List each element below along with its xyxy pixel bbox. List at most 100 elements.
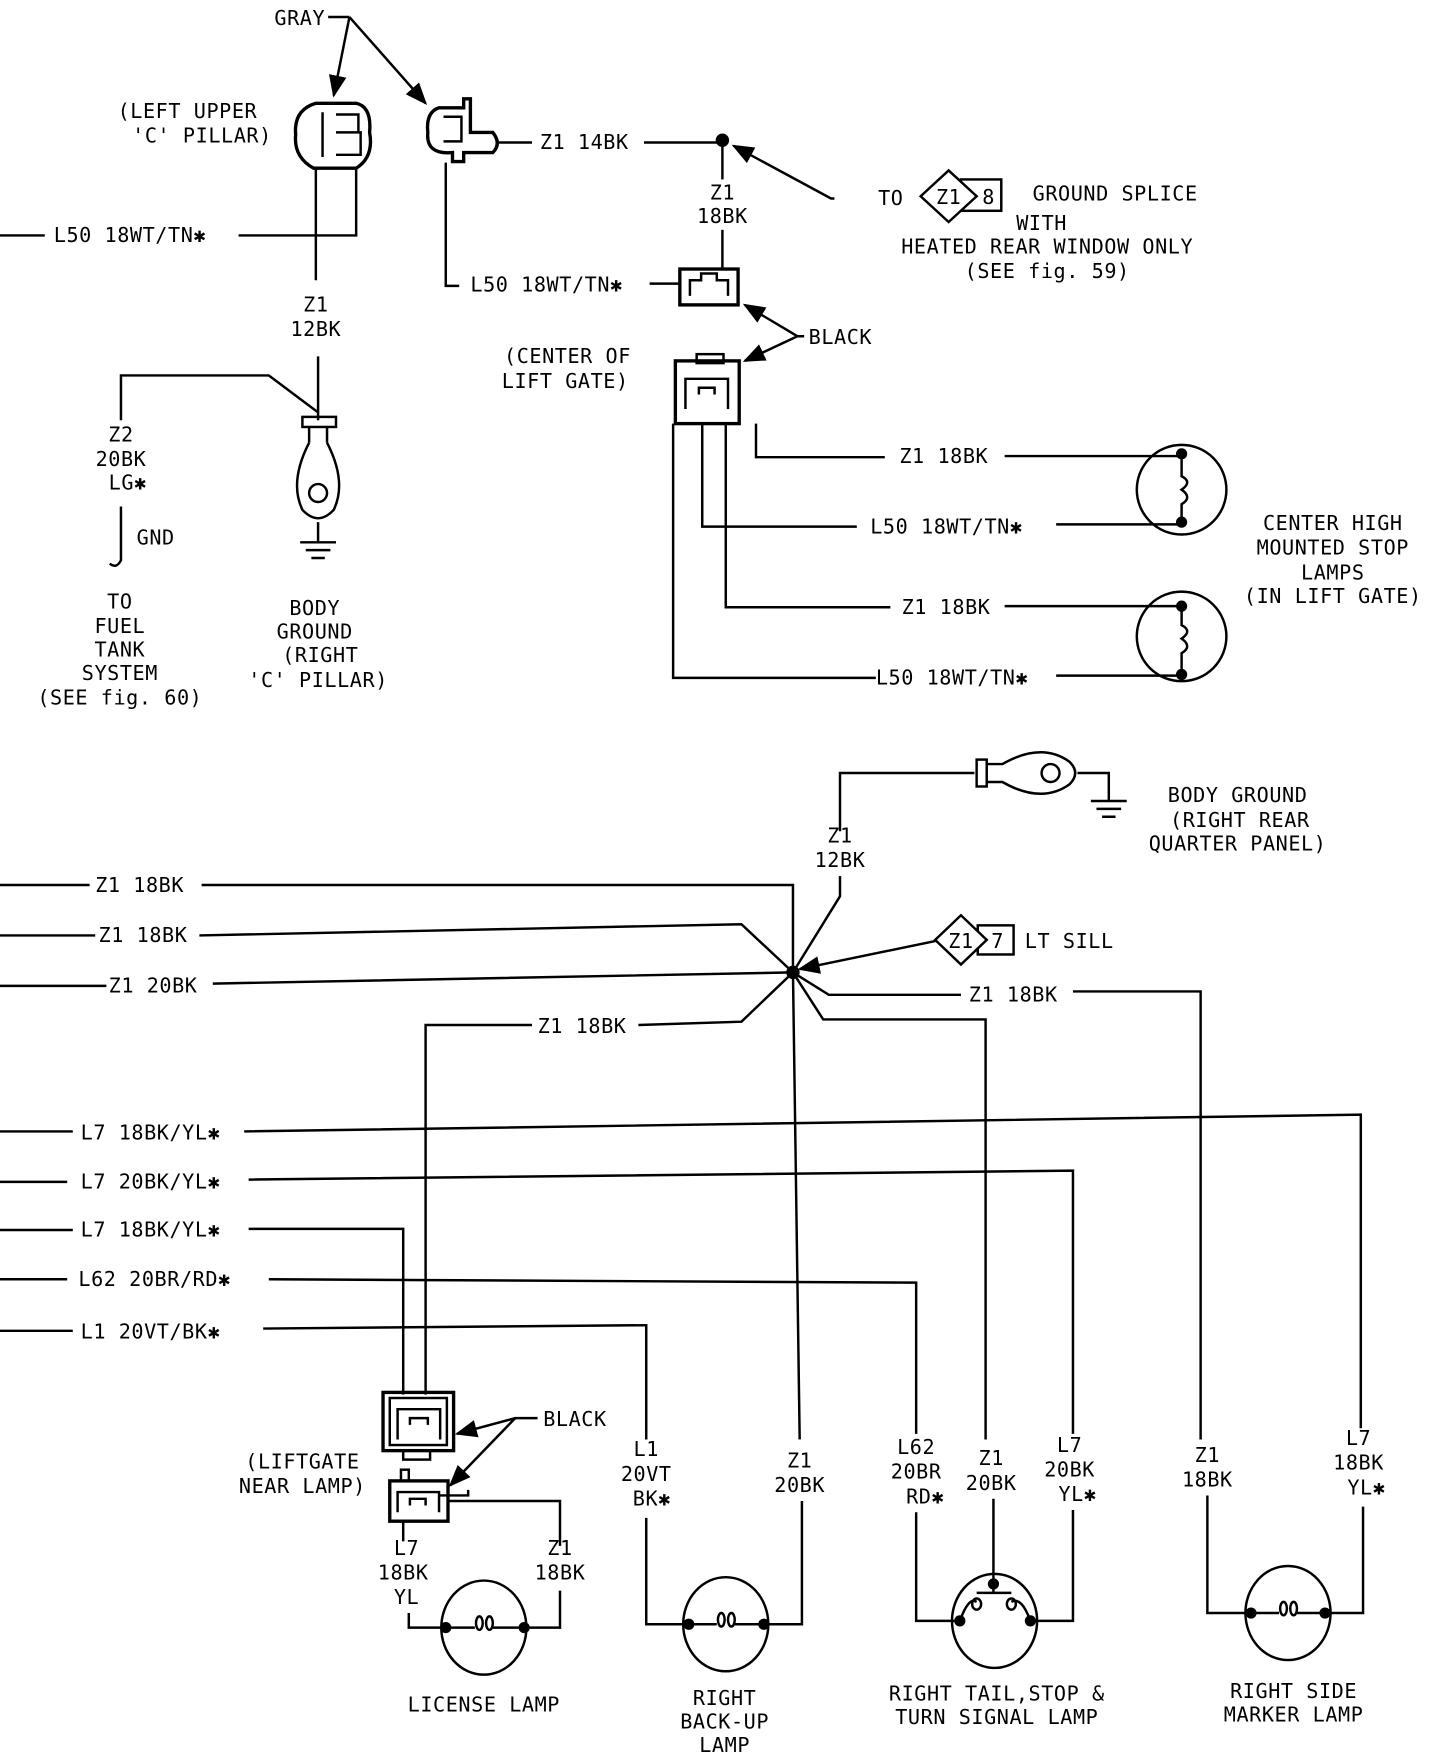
wire-label: 20BK	[96, 447, 147, 471]
wire-label: Z1	[979, 1446, 1004, 1470]
chmsl-label: CENTER HIGH	[1263, 511, 1403, 535]
wire-label: L7	[1057, 1433, 1082, 1457]
wire-label: Z1 18BK	[95, 873, 184, 897]
left-upper-label: (LEFT UPPER	[118, 99, 258, 123]
body-ground-label: 'C' PILLAR)	[248, 668, 388, 692]
body-ground-rear-label: BODY GROUND	[1168, 783, 1308, 807]
wire-label: LG✱	[109, 471, 147, 495]
backup-lamp-label: BACK-UP	[680, 1709, 769, 1733]
wire-label: 18BK	[378, 1560, 429, 1584]
chmsl-label: (IN LIFT GATE)	[1244, 584, 1422, 608]
wire-label: Z1 18BK	[902, 595, 991, 619]
svg-text:Z1: Z1	[936, 185, 961, 209]
wire-l50-mid: L50 18WT/TN✱	[470, 272, 622, 296]
center-of-lift-gate-label: (CENTER OF	[504, 344, 631, 368]
wire-label: Z1	[827, 823, 852, 847]
bottom-section: BLACK (LIFTGATE NEAR LAMP) L1 20VT BK✱ Z…	[239, 1390, 1385, 1757]
to-label: TO	[878, 186, 903, 210]
svg-text:8: 8	[982, 185, 995, 209]
gnd-label: GND	[137, 526, 175, 550]
wire-label: Z1	[1195, 1443, 1220, 1467]
wire-label: YL	[394, 1585, 419, 1609]
wire-label: Z1	[303, 293, 328, 317]
wire-label: L7 20BK/YL✱	[81, 1170, 221, 1194]
tail-stop-turn-lamp-icon	[950, 1572, 1039, 1670]
side-marker-lamp-icon	[1244, 1564, 1332, 1662]
svg-text:7: 7	[991, 929, 1004, 953]
body-ground-label: BODY	[289, 596, 340, 620]
wire-label: Z1 20BK	[109, 974, 198, 998]
wire-label: Z1 18BK	[99, 923, 188, 947]
license-lamp-icon	[440, 1579, 530, 1676]
wire-label: Z1 18BK	[899, 444, 988, 468]
wire-l50-left: L50 18WT/TN✱	[54, 223, 206, 247]
ground-eyelet-icon	[975, 751, 1127, 818]
wire-label: 12BK	[815, 848, 866, 872]
liftgate-near-lamp-label: NEAR LAMP)	[239, 1474, 366, 1498]
wire-label: 18BK	[535, 1560, 586, 1584]
wire-label: L62	[897, 1435, 935, 1459]
wire-label: 20BR	[891, 1460, 942, 1484]
wire-label: Z2	[108, 423, 133, 447]
chmsl-label: MOUNTED STOP	[1257, 536, 1409, 560]
marker-lamp-label: MARKER LAMP	[1224, 1703, 1364, 1727]
wire-label: Z1	[710, 181, 735, 205]
gray-label: GRAY	[274, 6, 325, 30]
black-label: BLACK	[543, 1407, 607, 1431]
chmsl-label: LAMPS	[1301, 560, 1364, 584]
body-ground-label: (RIGHT	[282, 643, 358, 667]
chmsl-lamp-icon	[1135, 590, 1228, 683]
liftgate-near-lamp-label: (LIFTGATE	[245, 1450, 359, 1474]
backup-lamp-label: LAMP	[699, 1733, 750, 1757]
chmsl-lamp-icon	[1135, 443, 1228, 536]
black-label: BLACK	[809, 325, 873, 349]
center-of-lift-gate-label: LIFT GATE)	[502, 369, 629, 393]
with-label: WITH	[1016, 211, 1067, 235]
wire-label: Z1	[787, 1448, 812, 1472]
marker-lamp-label: RIGHT SIDE	[1230, 1679, 1357, 1703]
body-ground-label: GROUND	[277, 620, 353, 644]
connector-icon	[678, 267, 740, 307]
wire-label: L50 18WT/TN✱	[876, 666, 1028, 690]
ground-eyelet-icon	[295, 415, 341, 560]
fuel-tank-label: TO	[107, 589, 132, 613]
license-lamp-label: LICENSE LAMP	[408, 1693, 560, 1717]
fuel-tank-label: FUEL	[94, 614, 145, 638]
wire-label: 20VT	[621, 1462, 672, 1486]
wire-label: L7 18BK/YL✱	[81, 1218, 221, 1242]
wire-label: 18BK	[1333, 1451, 1384, 1475]
tail-lamp-label: RIGHT TAIL,STOP &	[889, 1681, 1105, 1705]
wire-label: 12BK	[290, 317, 341, 341]
splice-z1-7-icon: Z1 7	[933, 913, 1015, 967]
wire-label: L7	[394, 1536, 419, 1560]
top-section: GRAY (LEFT UPPER 'C' PILLAR) Z1 14BK Z1 …	[0, 6, 1422, 710]
wire-label: 18BK	[697, 204, 748, 228]
body-ground-rear-label: (RIGHT REAR	[1170, 808, 1310, 832]
wire-z1-14bk: Z1 14BK	[540, 130, 629, 154]
wire-label: YL✱	[1058, 1482, 1096, 1506]
backup-lamp-icon	[681, 1575, 770, 1673]
wire-label: 20BK	[774, 1473, 825, 1497]
wire-label: L62 20BR/RD✱	[78, 1267, 230, 1291]
ground-splice-label: GROUND SPLICE	[1033, 182, 1198, 206]
fuel-tank-label: SYSTEM	[82, 661, 158, 685]
wire-label: L1 20VT/BK✱	[81, 1320, 221, 1344]
see-fig-59: (SEE fig. 59)	[965, 259, 1130, 283]
backup-lamp-label: RIGHT	[693, 1686, 756, 1710]
see-fig-60: (SEE fig. 60)	[37, 686, 202, 710]
svg-text:Z1: Z1	[948, 929, 973, 953]
wire-label: L7	[1346, 1426, 1371, 1450]
wire-label: 20BK	[1044, 1457, 1095, 1481]
wire-label: RD✱	[906, 1484, 944, 1508]
c-pillar-connector-icon	[293, 101, 373, 170]
wire-label: YL✱	[1347, 1475, 1385, 1499]
fuel-tank-label: TANK	[94, 638, 145, 662]
lift-gate-connector-icon	[673, 352, 741, 426]
body-ground-rear-label: QUARTER PANEL)	[1149, 831, 1327, 855]
wire-label: Z1 18BK	[969, 983, 1058, 1007]
tail-lamp-label: TURN SIGNAL LAMP	[895, 1705, 1098, 1729]
liftgate-connector-icon	[381, 1390, 456, 1461]
wire-label: L50 18WT/TN✱	[870, 514, 1022, 538]
wire-label: 18BK	[1182, 1467, 1233, 1491]
